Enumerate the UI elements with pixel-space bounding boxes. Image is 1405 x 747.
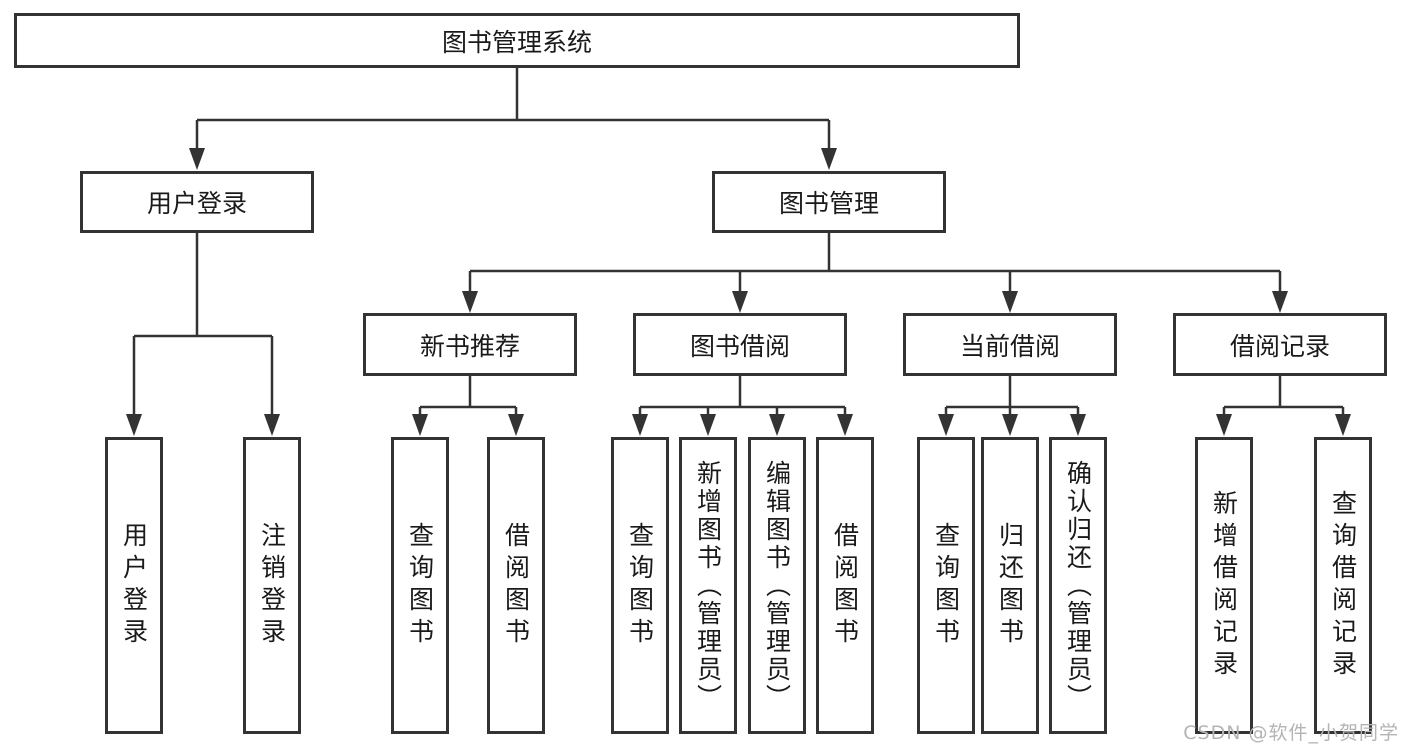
leaf-add-books-admin: 新增图书（管理员）	[679, 437, 737, 734]
leaf-borrow-books-label: 借阅图书	[830, 521, 860, 650]
edge-records-to-leaves	[1216, 376, 1351, 436]
node-user-login-label: 用户登录	[146, 189, 247, 218]
node-borrow-records: 借阅记录	[1173, 313, 1387, 376]
node-book-borrow: 图书借阅	[633, 313, 847, 376]
node-user-login: 用户登录	[80, 171, 314, 233]
edge-root-to-level1	[189, 68, 837, 170]
leaf-recommend-borrow-books: 借阅图书	[487, 437, 545, 734]
leaf-add-borrow-record: 新增借阅记录	[1195, 437, 1253, 734]
leaf-edit-books-admin-label: 编辑图书（管理员）	[762, 459, 792, 712]
leaf-recommend-query-books: 查询图书	[391, 437, 449, 734]
edge-recommend-to-leaves	[412, 376, 524, 436]
leaf-user-login: 用户登录	[105, 437, 163, 734]
node-current-borrow-label: 当前借阅	[959, 331, 1060, 361]
node-book-management-label: 图书管理	[778, 189, 879, 218]
leaf-edit-books-admin: 编辑图书（管理员）	[748, 437, 806, 734]
leaf-return-books-label: 归还图书	[995, 521, 1025, 650]
csdn-watermark: CSDN @软件_小贺同学	[1183, 722, 1399, 744]
leaf-query-borrow-record-label: 查询借阅记录	[1328, 489, 1358, 682]
edge-management-to-level2	[462, 233, 1288, 313]
leaf-current-query-books: 查询图书	[917, 437, 975, 734]
node-borrow-records-label: 借阅记录	[1229, 331, 1330, 361]
edge-borrow-to-leaves	[632, 376, 853, 436]
leaf-confirm-return-admin-label: 确认归还（管理员）	[1063, 459, 1093, 712]
leaf-current-query-books-label: 查询图书	[931, 521, 961, 650]
node-book-management: 图书管理	[712, 171, 946, 233]
leaf-logout-label: 注销登录	[257, 521, 287, 650]
leaf-recommend-borrow-books-label: 借阅图书	[501, 521, 531, 650]
leaf-user-login-label: 用户登录	[119, 521, 149, 650]
leaf-query-borrow-record: 查询借阅记录	[1314, 437, 1372, 734]
edge-login-to-leaves	[126, 233, 280, 436]
leaf-borrow-books: 借阅图书	[816, 437, 874, 734]
edge-current-to-leaves	[938, 376, 1086, 436]
leaf-borrow-query-books-label: 查询图书	[625, 521, 655, 650]
node-new-book-recommend: 新书推荐	[363, 313, 577, 376]
leaf-add-borrow-record-label: 新增借阅记录	[1209, 489, 1239, 682]
node-new-book-recommend-label: 新书推荐	[419, 331, 520, 361]
leaf-borrow-query-books: 查询图书	[611, 437, 669, 734]
leaf-return-books: 归还图书	[981, 437, 1039, 734]
node-current-borrow: 当前借阅	[903, 313, 1117, 376]
leaf-logout: 注销登录	[243, 437, 301, 734]
leaf-add-books-admin-label: 新增图书（管理员）	[693, 459, 723, 712]
leaf-confirm-return-admin: 确认归还（管理员）	[1049, 437, 1107, 734]
node-root-label: 图书管理系统	[441, 27, 592, 57]
node-root: 图书管理系统	[14, 13, 1020, 68]
leaf-recommend-query-books-label: 查询图书	[405, 521, 435, 650]
node-book-borrow-label: 图书借阅	[689, 331, 790, 361]
